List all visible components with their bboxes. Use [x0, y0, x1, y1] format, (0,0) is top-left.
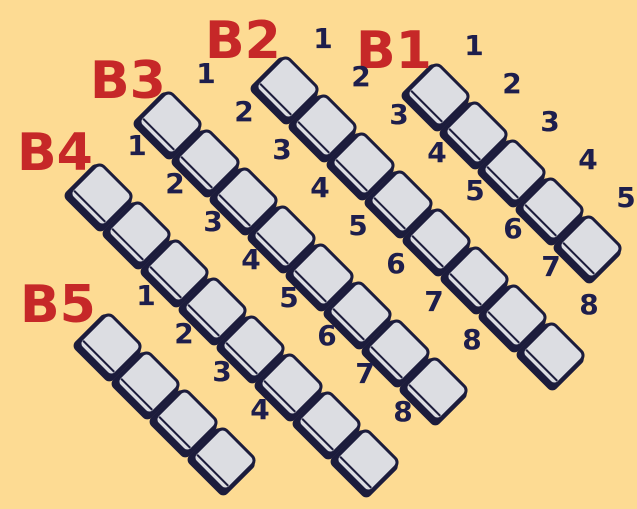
seat-number: 4 [427, 136, 446, 169]
seat-number: 4 [250, 393, 269, 426]
seat-number: 2 [234, 95, 253, 128]
seat-number: 1 [464, 29, 483, 62]
seat-number: 3 [389, 98, 408, 131]
seat-number: 4 [310, 171, 329, 204]
seat-number: 1 [313, 22, 332, 55]
seat-number: 3 [540, 105, 559, 138]
seat-number: 8 [579, 288, 598, 321]
seat-number: 5 [279, 281, 298, 314]
seat-number: 2 [165, 167, 184, 200]
seat-number: 6 [503, 212, 522, 245]
seat-number: 1 [136, 279, 155, 312]
seat-number: 3 [203, 205, 222, 238]
seat-number: 2 [174, 317, 193, 350]
seat-number: 5 [616, 181, 635, 214]
row-label: B2 [205, 11, 281, 71]
seat-number: 6 [317, 319, 336, 352]
seat-number: 8 [462, 323, 481, 356]
seat-number: 6 [386, 247, 405, 280]
seat-number: 1 [127, 129, 146, 162]
seat-number: 4 [578, 143, 597, 176]
seat-number: 4 [241, 243, 260, 276]
row-label: B5 [20, 275, 96, 335]
seat-number: 1 [196, 57, 215, 90]
seat-number: 3 [272, 133, 291, 166]
seat-number: 7 [424, 285, 443, 318]
seat-number: 8 [393, 395, 412, 428]
row-label: B3 [90, 51, 166, 111]
seat-number: 7 [541, 250, 560, 283]
seat-number: 5 [465, 174, 484, 207]
seat-number: 7 [355, 357, 374, 390]
seat-number: 2 [351, 60, 370, 93]
seat-number: 3 [212, 355, 231, 388]
row-label: B4 [17, 123, 93, 183]
seat-number: 2 [502, 67, 521, 100]
seat-number: 5 [348, 209, 367, 242]
